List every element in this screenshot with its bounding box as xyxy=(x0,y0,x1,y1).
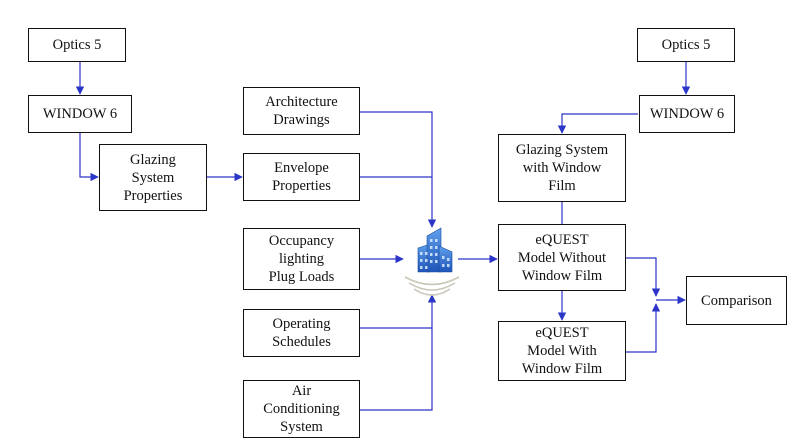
building-icon xyxy=(404,227,460,296)
equest-model-without-window-film-box: eQUEST Model Without Window Film xyxy=(498,224,626,291)
window6-left-box: WINDOW 6 xyxy=(28,95,132,133)
arrow-equest-without-to-comparison xyxy=(626,257,661,297)
equest-model-with-window-film-box: eQUEST Model With Window Film xyxy=(498,321,626,381)
comparison-box: Comparison xyxy=(686,276,787,325)
optics-left-box: Optics 5 xyxy=(28,28,126,62)
line-aircon-to-trunk xyxy=(360,328,433,411)
glazing-system-with-window-film-box: Glazing System with Window Film xyxy=(498,134,626,202)
arrow-architecture-to-building xyxy=(360,111,437,228)
envelope-properties-box: Envelope Properties xyxy=(243,153,360,201)
arrow-window6-to-glazing-film xyxy=(557,113,638,134)
glazing-system-properties-box: Glazing System Properties xyxy=(99,144,207,211)
optics-right-box: Optics 5 xyxy=(637,28,735,62)
arrow-window6-to-glazing-properties xyxy=(79,133,99,182)
arrow-equest-with-to-comparison xyxy=(626,303,661,353)
occupancy-lighting-plug-loads-box: Occupancy lighting Plug Loads xyxy=(243,228,360,290)
arrow-operating-to-building xyxy=(360,294,437,329)
operating-schedules-box: Operating Schedules xyxy=(243,309,360,357)
connector-lines xyxy=(75,62,691,411)
air-conditioning-system-box: Air Conditioning System xyxy=(243,380,360,438)
architecture-drawings-box: Architecture Drawings xyxy=(243,87,360,135)
window6-right-box: WINDOW 6 xyxy=(639,95,735,133)
